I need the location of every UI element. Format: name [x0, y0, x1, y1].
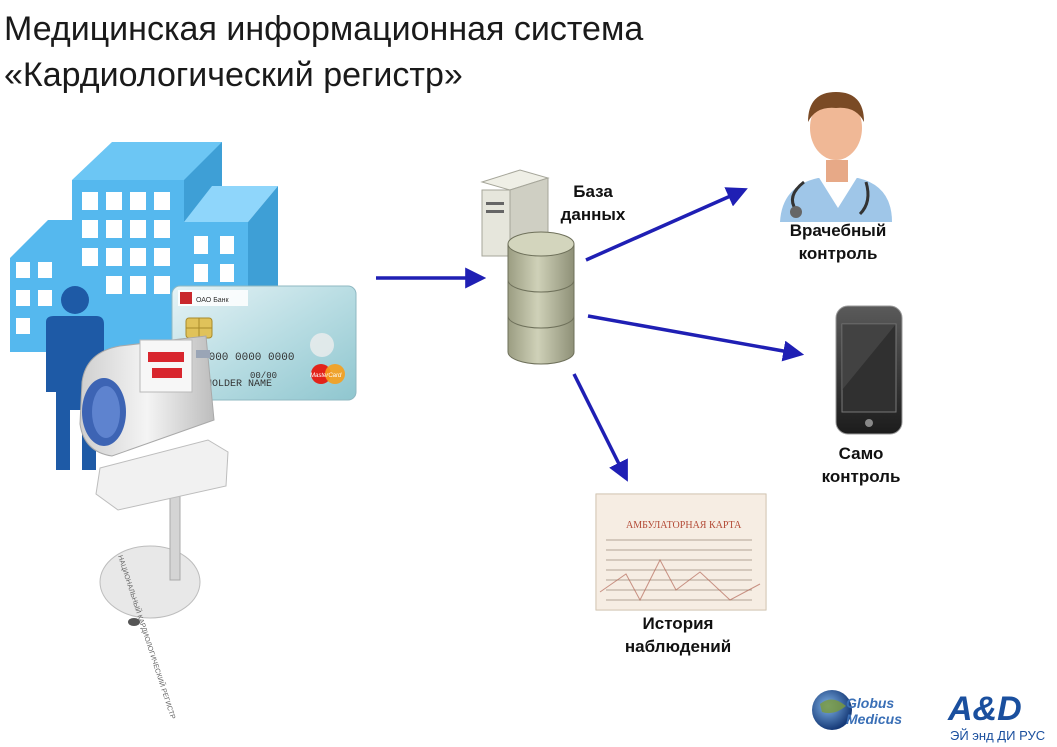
card-holder-name: HOLDER NAME [206, 379, 272, 390]
doctor-label-line2: контроль [798, 244, 878, 263]
globus-logo-line1: Globus [846, 695, 894, 711]
doctor-icon [780, 92, 892, 222]
doctor-label-line1: Врачебный [789, 221, 887, 240]
history-label-line1: История [642, 614, 714, 633]
globus-medicus-logo: Globus Medicus [812, 690, 902, 730]
medical-record-document-icon: АМБУЛАТОРНАЯ КАРТА [595, 493, 767, 611]
and-logo: A&D ЭЙ энд ДИ РУС [947, 690, 1045, 743]
card-bank-text: ОАО Банк [196, 297, 230, 304]
doctor-label: Врачебный контроль [768, 219, 908, 265]
database-label: База данных [548, 180, 638, 226]
bank-card: ОАО Банк 0000 0000 0000 00/00 HOLDER NAM… [171, 285, 357, 401]
history-label: История наблюдений [608, 612, 748, 658]
globus-logo-line2: Medicus [846, 711, 902, 727]
arrow-database-to-doctor [585, 187, 748, 262]
arrow-database-to-phone [587, 314, 805, 362]
database-label-line1: База [573, 182, 613, 201]
history-label-line2: наблюдений [624, 637, 732, 656]
title-line-1: Медицинская информационная система [4, 10, 644, 48]
database-cylinder-icon [507, 231, 575, 365]
blood-pressure-monitor-icon: НАЦИОНАЛЬНЫЙ КАРДИОЛОГИЧЕСКИЙ РЕГИСТР [79, 335, 229, 721]
page-title: Медицинская информационная система «Кард… [4, 6, 643, 98]
phone-label: Само контроль [796, 442, 926, 488]
document-heading: АМБУЛАТОРНАЯ КАРТА [626, 520, 742, 531]
and-logo-caption: ЭЙ энд ДИ РУС [950, 728, 1045, 743]
card-number: 0000 0000 0000 [202, 352, 294, 364]
card-expiry: 00/00 [250, 371, 277, 381]
arrow-database-to-history [572, 373, 628, 482]
card-brand: MasterCard [310, 373, 342, 379]
phone-label-line2: контроль [821, 467, 901, 486]
title-line-2: «Кардиологический регистр» [4, 56, 463, 94]
smartphone-icon [835, 305, 903, 435]
phone-label-line1: Само [838, 444, 884, 463]
and-logo-mark: A&D [947, 690, 1022, 728]
flow-arrows [376, 187, 805, 482]
database-label-line2: данных [560, 205, 626, 224]
